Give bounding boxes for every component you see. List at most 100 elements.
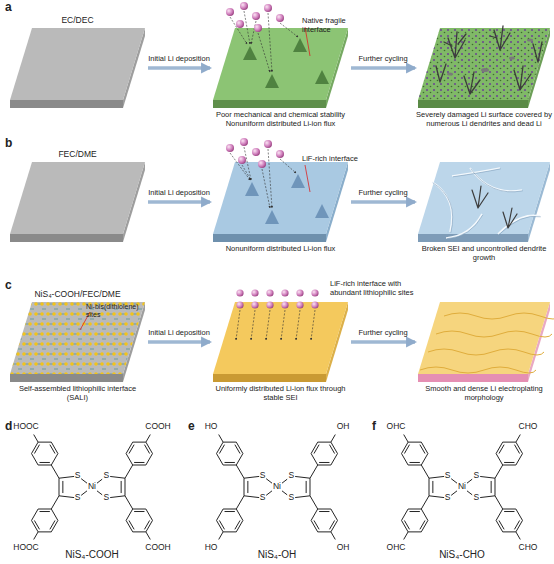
atom-label: S (259, 493, 267, 503)
substituent-label: HOOC (13, 422, 39, 432)
illustration-part (266, 289, 273, 296)
electrode-slab: Poor mechanical and chemical stabilityNo… (213, 28, 348, 108)
callout-text: LiF-rich interface (302, 155, 374, 164)
illustration-part (276, 14, 284, 22)
atom-label: S (287, 493, 295, 503)
slab-shape (10, 162, 145, 242)
atom-label: S (472, 493, 480, 503)
slab-top (10, 162, 145, 234)
caption-group: FEC/DME (3, 149, 153, 159)
illustration-part (447, 72, 453, 75)
electrolyte-label: FEC/DME (3, 149, 153, 159)
illustration-part (296, 289, 303, 296)
li-ions (236, 289, 318, 308)
illustration-part (251, 310, 255, 340)
slab-top (418, 162, 550, 234)
atom-label: S (472, 471, 480, 481)
slab-top (418, 302, 550, 374)
illustration-part (252, 148, 260, 156)
caption-group: Self-assembled lithiophilic interface (S… (8, 385, 148, 403)
slab-shape (10, 302, 145, 382)
illustration-part (242, 165, 251, 180)
li-ions (226, 2, 284, 32)
li-nuclei (245, 174, 329, 224)
dead-li (447, 39, 533, 76)
arrow-label: Initial Li deposition (119, 188, 239, 197)
illustration-part (315, 70, 329, 84)
illustration-part (420, 367, 536, 373)
callout-text: LiF-rich interface with abundant lithiop… (330, 280, 418, 297)
illustration-part (254, 24, 262, 32)
atom-label: Ni (87, 482, 97, 492)
molecule-structure (402, 435, 523, 540)
illustration-part (266, 310, 270, 340)
illustration-part (264, 4, 272, 12)
slab-front (213, 100, 326, 108)
slab-front (213, 234, 326, 242)
illustration-part (444, 32, 466, 58)
slab-shape (418, 28, 550, 108)
electrode-slab: EC/DEC (10, 28, 145, 108)
illustration-part (291, 174, 305, 188)
slab-shape (213, 162, 348, 242)
stage-caption: Self-assembled lithiophilic interface (S… (8, 385, 148, 403)
substituent-label: CHO (519, 422, 538, 432)
illustration-part (436, 331, 552, 337)
illustration-part (264, 140, 272, 148)
ion-flux (230, 147, 296, 208)
flow-arrow (148, 200, 210, 204)
illustration-part (436, 64, 446, 82)
illustration-part (258, 160, 266, 168)
substituent-label: HOOC (13, 543, 39, 553)
illustration-part (226, 8, 234, 16)
arrow-label: Initial Li deposition (119, 328, 239, 337)
slab-shape (213, 28, 348, 108)
illustration-part (433, 169, 541, 239)
li-ions (226, 138, 284, 168)
panel-letter: a (5, 1, 12, 15)
illustration-part (490, 26, 510, 50)
panel-letter: f (372, 420, 376, 434)
flow-arrow (351, 340, 415, 344)
caption-group: Broken SEI and uncontrolled dendrite gro… (414, 245, 554, 263)
illustration-part (262, 169, 270, 208)
slab-texture (10, 302, 145, 374)
substituent-label: OH (337, 543, 350, 553)
atom-label: Ni (457, 482, 467, 492)
caption-group: Smooth and dense Li electroplating morph… (419, 385, 549, 403)
caption-group: Poor mechanical and chemical stabilityNo… (198, 111, 363, 129)
slab-front (418, 374, 528, 382)
dendrites (436, 26, 542, 94)
panel-letter: e (188, 420, 195, 434)
arrow-label: Further cycling (323, 54, 443, 63)
atom-label: S (259, 471, 267, 481)
slab-shape (213, 302, 348, 382)
illustration-part (226, 144, 234, 152)
illustration-part (428, 349, 544, 355)
compound-name: NiS₄-OH (258, 549, 297, 561)
illustration-part (280, 159, 296, 173)
illustration-part (503, 208, 517, 228)
slab-top (418, 28, 550, 100)
illustration-part (244, 147, 251, 180)
panel-letter: d (5, 420, 12, 434)
arrow-label: Further cycling (323, 328, 443, 337)
illustration-part (244, 11, 250, 44)
electrolyte-label: NiS₄-COOH/FEC/DME (8, 289, 148, 299)
sei-cracks (432, 168, 541, 239)
atom-label: Ni (272, 482, 282, 492)
illustration-part (251, 289, 258, 296)
electrode-slab: FEC/DME (10, 162, 145, 242)
illustration-part (509, 56, 515, 59)
slab-front (418, 234, 528, 242)
slab-front (10, 234, 123, 242)
illustration-part (281, 289, 288, 296)
illustration-part (444, 313, 554, 319)
compound-name: NiS₄-CHO (439, 549, 485, 561)
illustration-part (281, 310, 285, 340)
smooth-deposit (420, 313, 554, 373)
illustration-part (293, 38, 307, 52)
